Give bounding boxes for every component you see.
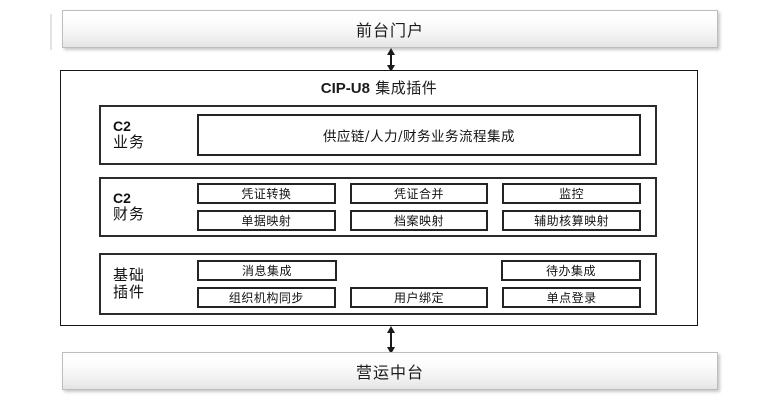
chip-user-binding[interactable]: 用户绑定 [349,287,489,308]
section-c2-finance: C2 财务 凭证转换 凭证合并 监控 单据映射 档案映射 辅助核算映射 [99,177,657,237]
chip-placeholder-empty [351,260,487,281]
section-base-plugins-label: 基础 插件 [101,255,197,313]
front-portal-label: 前台门户 [355,21,424,40]
section-label-line-2: 业务 [113,133,146,152]
chip-todo-integration[interactable]: 待办集成 [501,260,641,281]
chip-archive-mapping[interactable]: 档案映射 [349,210,489,231]
section-c2-finance-label: C2 财务 [101,179,197,235]
chip-org-structure-sync[interactable]: 组织机构同步 [197,287,336,308]
section-label-line-2: 财务 [113,205,146,224]
chip-monitoring[interactable]: 监控 [502,183,642,204]
panel-title-latin: CIP-U8 [320,80,370,97]
operations-platform-band: 营运中台 [62,352,718,390]
chip-document-mapping[interactable]: 单据映射 [197,210,336,231]
chip-row: 组织机构同步 用户绑定 单点登录 [197,287,642,308]
bottom-connector-arrow [383,326,399,354]
operations-platform-label: 营运中台 [355,363,424,382]
chip-row: 供应链/人力/财务业务流程集成 [197,114,641,156]
section-c2-finance-body: 凭证转换 凭证合并 监控 单据映射 档案映射 辅助核算映射 [197,179,655,235]
section-base-plugins-body: 消息集成 待办集成 组织机构同步 用户绑定 单点登录 [197,255,655,313]
chip-single-sign-on[interactable]: 单点登录 [502,287,642,308]
section-label-line-1: C2 [113,117,131,134]
section-label-line-1: C2 [113,189,131,206]
section-c2-business-label: C2 业务 [101,107,197,163]
chip-row: 消息集成 待办集成 [197,260,641,281]
page-margin-rule [50,14,52,50]
chip-message-integration[interactable]: 消息集成 [197,260,337,281]
chip-supply-hr-finance-process-integration[interactable]: 供应链/人力/财务业务流程集成 [197,114,641,156]
panel-title: CIP-U8 集成插件 [61,77,697,98]
chip-voucher-conversion[interactable]: 凭证转换 [197,183,336,204]
section-c2-business: C2 业务 供应链/人力/财务业务流程集成 [99,105,657,165]
section-label-line-2: 插件 [113,283,146,301]
section-c2-business-body: 供应链/人力/财务业务流程集成 [197,107,655,163]
chip-row: 凭证转换 凭证合并 监控 [197,183,642,204]
top-connector-arrow [383,48,399,72]
cip-u8-integration-panel: CIP-U8 集成插件 C2 业务 供应链/人力/财务业务流程集成 C2 财务 [60,70,698,326]
panel-title-cjk: 集成插件 [375,79,438,97]
section-base-plugins: 基础 插件 消息集成 待办集成 组织机构同步 用户绑定 单点登录 [99,253,657,315]
chip-row: 单据映射 档案映射 辅助核算映射 [197,210,642,231]
chip-auxiliary-accounting-mapping[interactable]: 辅助核算映射 [502,210,642,231]
section-label-line-1: 基础 [113,266,146,285]
chip-voucher-merge[interactable]: 凭证合并 [349,183,489,204]
front-portal-band: 前台门户 [62,10,718,48]
